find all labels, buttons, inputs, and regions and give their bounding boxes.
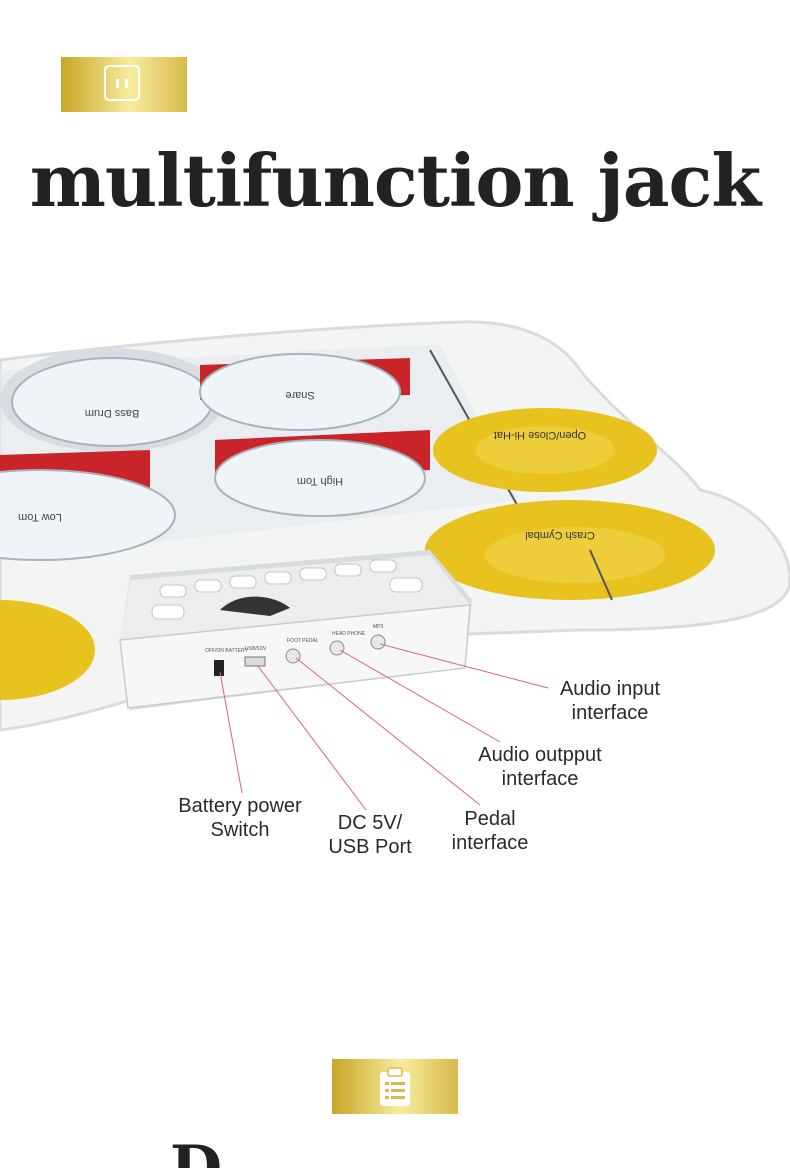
drum-pad-illustration: Bass Drum Snare High Tom Low Tom Open/Cl… xyxy=(0,320,790,811)
port-label-foot: FOOT PEDAL xyxy=(287,638,319,644)
next-section-title-peek: D xyxy=(170,1138,250,1168)
callout-audio-input: Audio input interface xyxy=(559,678,661,724)
left-cymbal-pad xyxy=(0,600,95,700)
hihat-label: Open/Close Hi-Hat xyxy=(494,429,586,441)
low-tom-label: Low Tom xyxy=(18,511,62,523)
crash-label: Crash Cymbal xyxy=(525,529,595,541)
callout-battery-switch: Battery power Switch xyxy=(178,795,302,841)
callout-pedal-interface: Pedal interface xyxy=(451,808,529,854)
leader-audio-output xyxy=(339,649,501,743)
high-tom-label: High Tom xyxy=(297,475,343,487)
page-title: multifunction jack xyxy=(29,138,761,223)
section-badge-bottom xyxy=(332,1059,458,1114)
section-badge-top xyxy=(61,57,187,112)
crash-cymbal-pad: Crash Cymbal xyxy=(425,500,715,601)
leader-dc xyxy=(257,665,367,811)
callout-audio-output: Audio outpput interface xyxy=(478,744,602,790)
high-tom-pad: High Tom xyxy=(214,430,430,517)
port-label-usb: USB/5DV xyxy=(245,646,267,652)
leader-pedal xyxy=(295,657,481,806)
leader-audio-input xyxy=(379,643,549,689)
power-socket-icon xyxy=(104,65,140,101)
snare-pad: Snare xyxy=(199,353,410,431)
hihat-cymbal-pad: Open/Close Hi-Hat xyxy=(429,349,657,511)
bass-drum-pad: Bass Drum xyxy=(0,348,224,452)
port-label-head: HEAD PHONE xyxy=(332,631,366,637)
snare-label: Snare xyxy=(285,389,314,401)
port-label-mp3: MP3 xyxy=(373,624,384,630)
control-box: OFF/ON BATTERY USB/5DV FOOT PEDAL HEAD P… xyxy=(119,550,472,710)
low-tom-pad: Low Tom xyxy=(0,450,176,561)
callout-dc-usb-port: DC 5V/ USB Port xyxy=(328,812,412,858)
bass-drum-label: Bass Drum xyxy=(85,407,139,419)
port-label-battery: OFF/ON BATTERY xyxy=(205,648,249,654)
clipboard-icon xyxy=(380,1067,410,1106)
leader-battery xyxy=(219,671,243,794)
